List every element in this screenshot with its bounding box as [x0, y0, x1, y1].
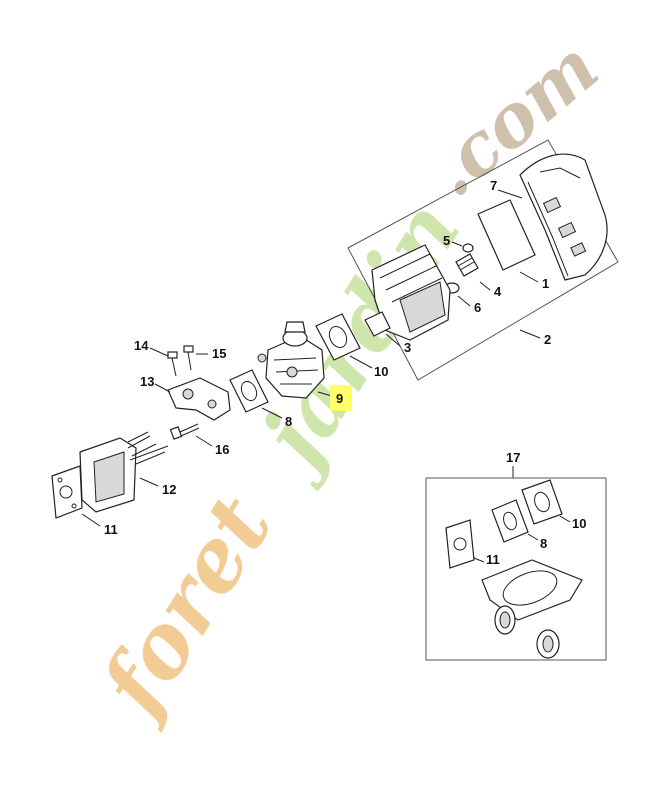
label-5[interactable]: 5 [443, 233, 450, 248]
label-2[interactable]: 2 [544, 332, 551, 347]
kit-gasket-8: 8 [491, 499, 547, 551]
choke-lever [364, 311, 391, 337]
part-labels: 7 5 4 1 6 2 3 10 9 8 14 15 13 16 12 11 [104, 178, 551, 537]
gasket-10 [315, 313, 361, 361]
kit-seal-ring-2 [536, 629, 560, 659]
kit-base-gasket [481, 559, 583, 621]
label-9[interactable]: 9 [336, 391, 343, 406]
kit-label-10[interactable]: 10 [572, 516, 586, 531]
label-17[interactable]: 17 [506, 450, 520, 465]
label-16[interactable]: 16 [215, 442, 229, 457]
label-1[interactable]: 1 [542, 276, 549, 291]
label-6[interactable]: 6 [474, 300, 481, 315]
part-4-choke-shaft [455, 253, 479, 277]
watermark-foret: foret [79, 479, 292, 736]
gasket-kit-panel: 17 10 8 11 [425, 450, 607, 661]
part-9-highlight [330, 385, 352, 411]
label-8[interactable]: 8 [285, 414, 292, 429]
screw-14 [167, 351, 178, 377]
kit-label-11[interactable]: 11 [486, 552, 500, 567]
filter-base-housing [371, 244, 451, 341]
watermark-jardin: jardin [234, 184, 480, 494]
part-5-washer [462, 243, 474, 253]
gasket-11 [51, 465, 83, 519]
kit-label-8[interactable]: 8 [540, 536, 547, 551]
label-3[interactable]: 3 [404, 340, 411, 355]
watermark: foret jardin .com [79, 24, 614, 736]
carburetor [257, 321, 325, 399]
label-15[interactable]: 15 [212, 346, 226, 361]
leader-lines [81, 189, 541, 527]
label-13[interactable]: 13 [140, 374, 154, 389]
kit-seal-ring-1 [494, 605, 516, 635]
air-filter-assembly-outline [347, 139, 619, 381]
screw-15 [183, 345, 194, 371]
filter-cover [519, 153, 608, 281]
label-12[interactable]: 12 [162, 482, 176, 497]
throttle-housing [167, 377, 231, 421]
label-10[interactable]: 10 [374, 364, 388, 379]
label-7[interactable]: 7 [490, 178, 497, 193]
gasket-8 [229, 369, 269, 413]
label-4[interactable]: 4 [494, 284, 502, 299]
gasket-kit-box [425, 477, 607, 661]
kit-gasket-10: 10 [521, 479, 586, 531]
label-14[interactable]: 14 [134, 338, 149, 353]
intake-manifold [79, 431, 169, 513]
bolt-16 [169, 423, 200, 440]
kit-gasket-11: 11 [445, 519, 500, 569]
filter-element [477, 199, 536, 271]
label-11[interactable]: 11 [104, 522, 118, 537]
